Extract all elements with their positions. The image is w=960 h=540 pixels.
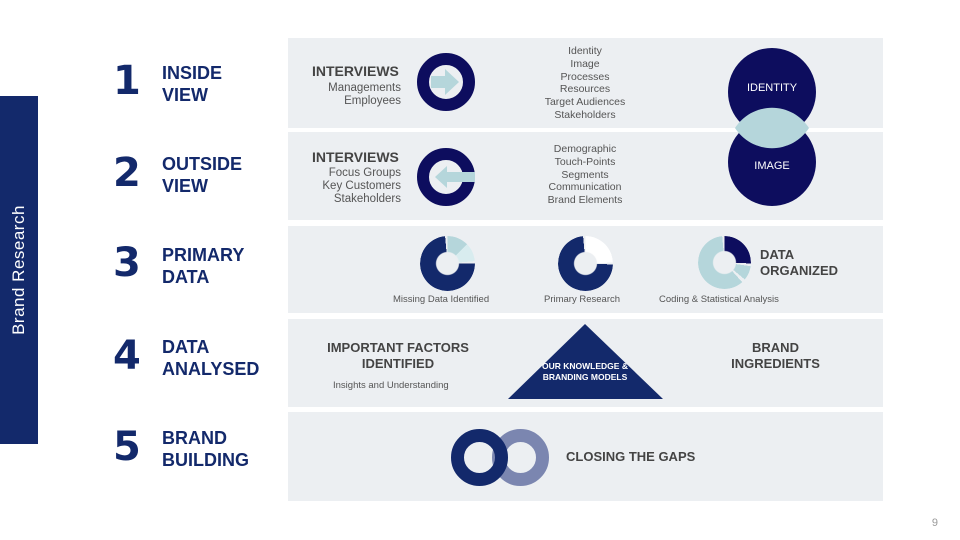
sidebar: Brand Research [0,96,38,444]
interviews-heading: INTERVIEWS [312,63,399,79]
list-item: Identity [568,45,602,57]
triangle-label: OUR KNOWLEDGE & BRANDING MODELS [542,361,628,382]
donut-missing-data [420,236,475,291]
list-item: Segments [561,168,609,181]
closing-gaps-heading: CLOSING THE GAPS [566,449,696,464]
step-title: DATA ANALYSED [162,337,260,379]
venn-overlap [735,107,809,149]
list-item: Target Audiences [544,96,626,109]
step-number: 5 [113,424,141,470]
ring-left-icon [451,429,508,486]
step-title: PRIMARY DATA [162,245,245,287]
list-item: Demographic [553,143,617,155]
step-title: OUTSIDE VIEW [162,154,243,196]
list-item: Communication [548,181,622,194]
insights-text: Insights and Understanding [333,380,449,391]
important-factors-heading: IMPORTANT FACTORS IDENTIFIED [327,340,469,371]
interview-item: Stakeholders [333,193,401,205]
step-number: 1 [113,58,141,104]
list-item: Stakeholders [554,108,616,121]
page-number: 9 [931,517,938,529]
panel-brand-building [288,412,883,501]
data-organized-heading: DATA ORGANIZED [760,247,838,278]
caption: Primary Research [544,294,621,305]
arrow-right-circle-icon [417,53,475,111]
step-title: BRAND BUILDING [162,428,249,470]
venn-image-label: IMAGE [754,160,790,172]
donut-primary-research [558,236,613,291]
arrow-left-circle-icon [417,148,475,206]
interview-item: Employees [344,95,401,107]
list-item: Resources [559,83,611,96]
list-item: Touch-Points [554,155,616,168]
step-title: INSIDE VIEW [162,63,223,105]
interview-item: Managements [328,82,401,94]
list-item: Image [570,57,600,70]
caption: Missing Data Identified [393,294,490,305]
interview-item: Key Customers [322,180,401,192]
triangle-shape [508,324,663,399]
donut-data-organized [698,236,751,289]
brand-ingredients-heading: BRAND INGREDIENTS [731,340,820,371]
list-item: Brand Elements [547,194,623,207]
caption: Coding & Statistical Analysis [659,294,779,305]
list-item: Processes [560,70,610,83]
interview-item: Focus Groups [328,167,401,179]
sidebar-label: Brand Research [9,205,28,335]
step-number: 3 [113,240,141,286]
step-number: 4 [113,333,141,379]
step-number: 2 [113,150,141,196]
interviews-heading: INTERVIEWS [312,149,399,165]
venn-identity-label: IDENTITY [746,82,798,94]
